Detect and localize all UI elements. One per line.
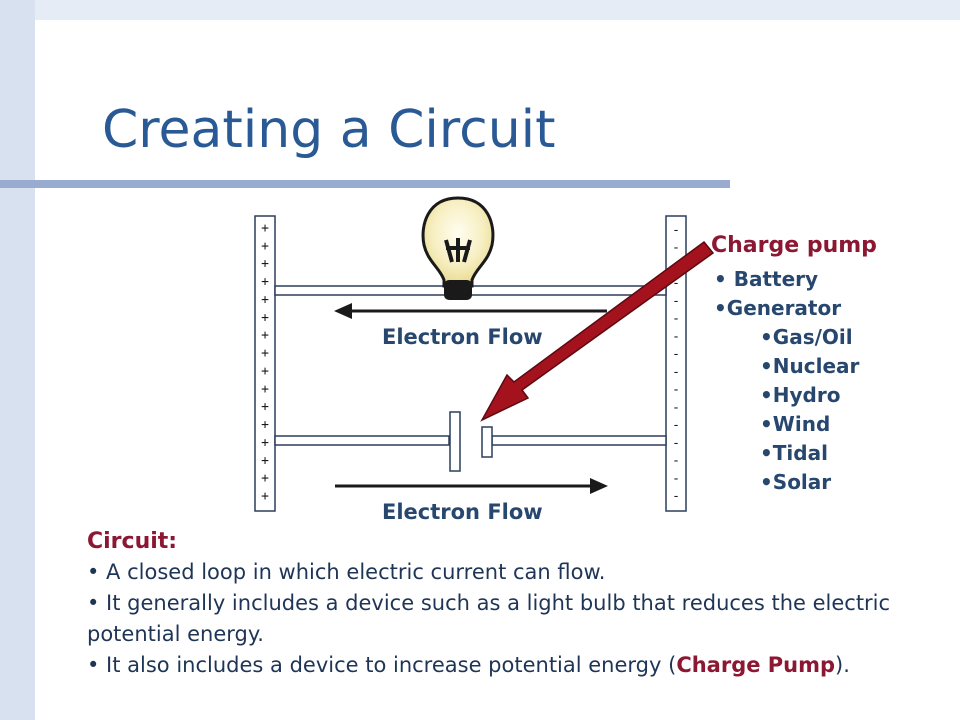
plus-sign: + <box>261 257 269 272</box>
plus-sign: + <box>261 489 269 504</box>
circuit-bullet-2: • It generally includes a device such as… <box>87 591 891 646</box>
charge-pump-item: • Battery <box>714 267 819 291</box>
charge-pump-item: •Generator <box>714 296 842 320</box>
minus-sign: - <box>672 241 680 256</box>
plus-sign: + <box>261 275 269 290</box>
plus-sign: + <box>261 310 269 325</box>
plus-sign: + <box>261 382 269 397</box>
charge-pump-list: • Battery •Generator •Gas/Oil •Nuclear •Hydr… <box>714 265 859 497</box>
electron-flow-label-top: Electron Flow <box>382 325 543 349</box>
circuit-definition: Circuit: • A closed loop in which electr… <box>87 527 917 681</box>
minus-sign: - <box>672 471 680 486</box>
minus-sign: - <box>672 294 680 309</box>
minus-sign: - <box>672 276 680 291</box>
slide-frame-left <box>0 0 35 720</box>
bottom-wire-right <box>491 435 667 446</box>
minus-sign: - <box>672 329 680 344</box>
minus-sign: - <box>672 383 680 398</box>
plus-sign: + <box>261 364 269 379</box>
charge-pump-item: •Solar <box>760 470 832 494</box>
electron-flow-arrow-bottom <box>335 478 608 494</box>
charge-pump-item: •Hydro <box>760 383 841 407</box>
positive-plate <box>254 215 276 512</box>
negative-plate <box>665 215 687 512</box>
minus-sign: - <box>672 489 680 504</box>
slide-frame-top <box>35 0 960 20</box>
plus-sign: + <box>261 221 269 236</box>
plus-sign: + <box>261 292 269 307</box>
minus-sign: - <box>672 365 680 380</box>
plus-sign: + <box>261 435 269 450</box>
plus-sign: + <box>261 328 269 343</box>
circuit-bullet-1: • A closed loop in which electric curren… <box>87 560 606 584</box>
plus-sign: + <box>261 471 269 486</box>
charge-pump-emphasis: Charge Pump <box>676 653 836 677</box>
minus-sign: - <box>672 454 680 469</box>
plus-sign: + <box>261 400 269 415</box>
minus-sign: - <box>672 223 680 238</box>
minus-sign: - <box>672 312 680 327</box>
minus-sign: - <box>672 436 680 451</box>
plus-sign: + <box>261 346 269 361</box>
battery-long-plate <box>449 411 461 472</box>
bottom-wire-left <box>274 435 450 446</box>
minus-sign: - <box>672 400 680 415</box>
charge-pump-item: •Gas/Oil <box>760 325 853 349</box>
circuit-heading: Circuit: <box>87 529 178 554</box>
charge-pump-item: •Tidal <box>760 441 828 465</box>
battery-short-plate <box>481 426 493 458</box>
minus-sign: - <box>672 418 680 433</box>
circuit-bullet-3-suffix: ). <box>835 653 850 677</box>
charge-pump-title: Charge pump <box>711 233 877 258</box>
circuit-bullet-3-prefix: • It also includes a device to increase … <box>87 653 677 677</box>
minus-sign: - <box>672 347 680 362</box>
plus-sign: + <box>261 418 269 433</box>
plus-sign: + <box>261 239 269 254</box>
charge-pump-item: •Nuclear <box>760 354 860 378</box>
electron-flow-label-bottom: Electron Flow <box>382 500 543 524</box>
plus-sign: + <box>261 453 269 468</box>
plus-sign-column: + + + + + + + + + + + + + + + + <box>261 221 269 504</box>
light-bulb-icon <box>421 196 495 300</box>
charge-pump-pointer-arrow <box>480 240 715 422</box>
charge-pump-item: •Wind <box>760 412 831 436</box>
circuit-bullet-3: • It also includes a device to increase … <box>87 650 917 681</box>
title-underline <box>0 180 730 188</box>
slide-title: Creating a Circuit <box>102 100 556 160</box>
electron-flow-arrow-top <box>334 303 607 319</box>
